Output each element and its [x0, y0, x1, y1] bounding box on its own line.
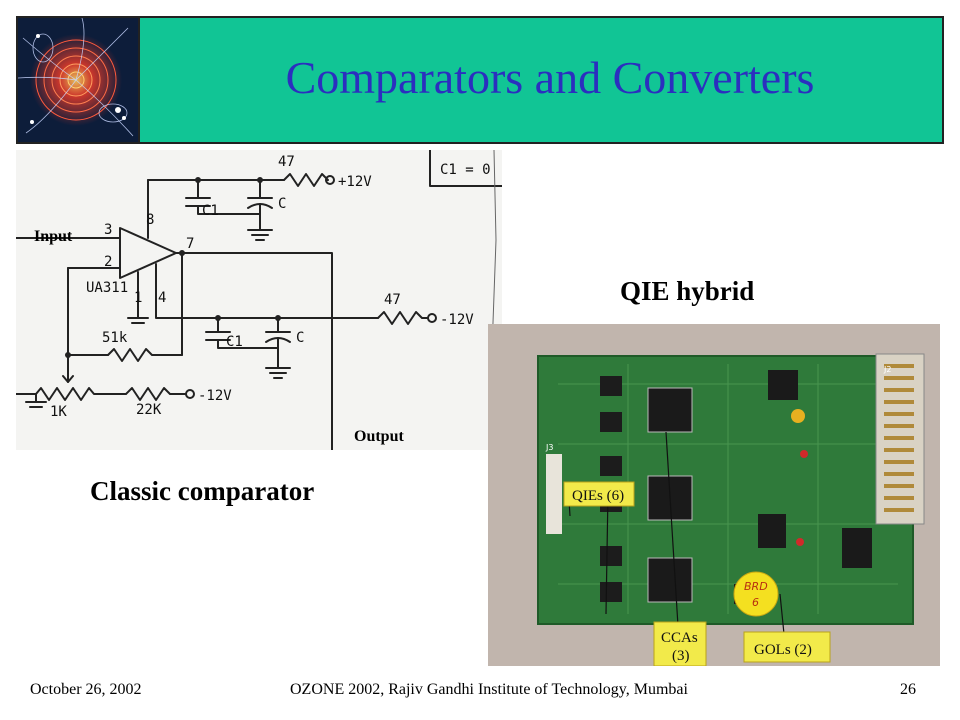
pin-1-label: 1	[134, 290, 142, 306]
j2-label: J2	[883, 365, 891, 374]
resistor-51k-label: 51k	[102, 330, 128, 346]
c1-top-label: C1	[202, 203, 219, 219]
output-label: Output	[354, 428, 404, 445]
resistor-47-top-label: 47	[278, 154, 295, 170]
slide-title: Comparators and Converters	[285, 52, 815, 103]
resistor-47-mid-label: 47	[384, 292, 401, 308]
schematic-caption: Classic comparator	[90, 476, 315, 506]
qie-hybrid-photo: J2 J3 BRD 6	[488, 324, 940, 666]
pin-4-label: 4	[158, 290, 166, 306]
comparator-schematic: 47 +12V C1 C C1 = 0 3 2 8 7 1 4 UA311 47…	[16, 150, 502, 450]
resistor-22k-label: 22K	[136, 402, 162, 418]
c-bottom-label: C	[296, 330, 304, 346]
sticker-text-2: 6	[752, 596, 759, 609]
chip-label: UA311	[86, 280, 128, 296]
pot-1k-label: 1K	[50, 404, 67, 420]
footer-event: OZONE 2002, Rajiv Gandhi Institute of Te…	[290, 681, 688, 698]
photo-heading: QIE hybrid	[620, 276, 755, 306]
pin-8-label: 8	[146, 212, 154, 228]
neg-12v-label-1: -12V	[440, 312, 474, 328]
board-photo-drawing: J2 J3 BRD 6	[488, 324, 940, 666]
pin-7-label: 7	[186, 236, 194, 252]
ccas-callout-2: (3)	[672, 648, 690, 664]
pin-3-label: 3	[104, 222, 112, 238]
c1-bottom-label: C1	[226, 334, 243, 350]
footer-date: October 26, 2002	[30, 681, 142, 698]
sticker-text-1: BRD	[744, 580, 768, 593]
page-number: 26	[900, 681, 916, 698]
particle-detector-logo	[18, 18, 140, 142]
gols-callout: GOLs (2)	[754, 642, 812, 658]
neg-12v-label-2: -12V	[198, 388, 232, 404]
c1-value-box-label: C1 = 0	[440, 162, 491, 178]
j3-label: J3	[545, 443, 553, 452]
detector-event-image	[18, 18, 138, 142]
ccas-callout-1: CCAs	[661, 630, 698, 646]
schematic-drawing: 47 +12V C1 C C1 = 0 3 2 8 7 1 4 UA311 47…	[16, 150, 502, 450]
input-label: Input	[34, 228, 73, 245]
slide-header: Comparators and Converters	[16, 16, 944, 144]
qies-callout: QIEs (6)	[572, 488, 624, 504]
c-top-label: C	[278, 196, 286, 212]
pin-2-label: 2	[104, 254, 112, 270]
pos-12v-label: +12V	[338, 174, 372, 190]
